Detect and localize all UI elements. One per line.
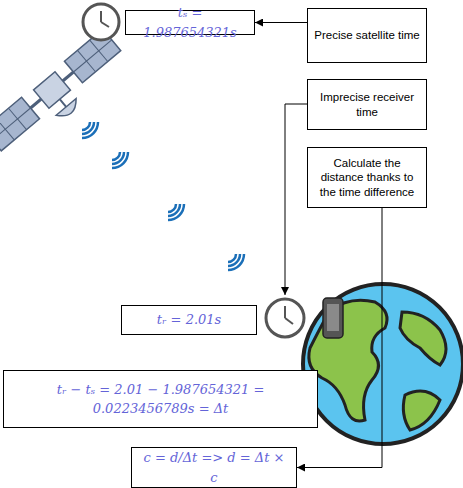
- node-label: Calculate the distance thanks to the tim…: [312, 156, 422, 199]
- text-group: Imprecise receiver time: [312, 90, 422, 119]
- satellite-illustration: [0, 29, 131, 163]
- phone-icon: [323, 298, 343, 338]
- node-label: tᵣ − tₛ = 2.01 − 1.987654321 = 0.0223456…: [10, 380, 311, 419]
- note-box: Imprecise receiver time: [307, 79, 427, 130]
- time-box: tᵣ = 2.01s: [121, 305, 257, 335]
- formula-box: c = d/Δt => d = Δt × c: [131, 447, 297, 488]
- clock-icon: [266, 299, 304, 337]
- connector-arrow: [255, 22, 307, 23]
- leader-arrow: [285, 104, 307, 295]
- node-label: c = d/Δt => d = Δt × c: [138, 448, 290, 487]
- text-group: tᵣ = 2.01s: [157, 310, 222, 330]
- note-box: Precise satellite time: [307, 8, 427, 63]
- clock-icon: [83, 4, 119, 40]
- text-group: tᵣ − tₛ = 2.01 − 1.987654321 = 0.0223456…: [10, 380, 311, 419]
- note-box: Calculate the distance thanks to the tim…: [307, 147, 427, 208]
- text-group: tₛ = 1.987654321s: [132, 3, 248, 42]
- node-label: Imprecise receiver time: [312, 90, 422, 119]
- text-group: Precise satellite time: [314, 28, 419, 42]
- text-group: Calculate the distance thanks to the tim…: [312, 156, 422, 199]
- time-box: tₛ = 1.987654321s: [125, 10, 255, 35]
- earth-illustration: [303, 284, 463, 444]
- connector-arrow: [297, 208, 382, 468]
- text-group: c = d/Δt => d = Δt × c: [138, 448, 290, 487]
- signal-waves: [82, 122, 244, 270]
- node-label: tᵣ = 2.01s: [157, 310, 222, 330]
- formula-box: tᵣ − tₛ = 2.01 − 1.987654321 = 0.0223456…: [3, 370, 318, 428]
- node-label: Precise satellite time: [314, 28, 419, 42]
- node-label: tₛ = 1.987654321s: [132, 3, 248, 42]
